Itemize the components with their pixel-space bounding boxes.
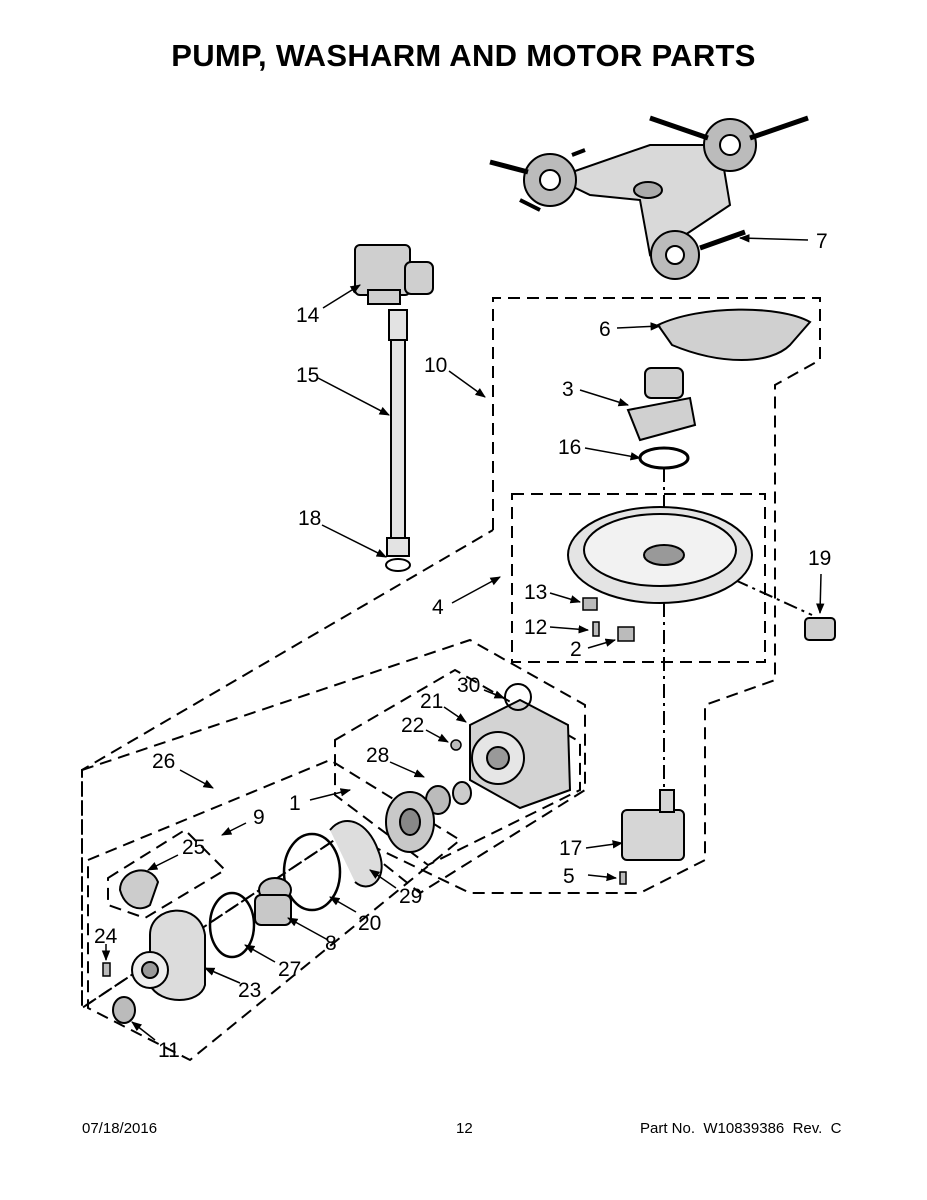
callout-12: 12 <box>524 616 547 639</box>
sump-part-4 <box>567 506 753 604</box>
leader-14 <box>322 284 361 309</box>
leader-7 <box>738 234 809 243</box>
oring-part-30 <box>504 683 532 711</box>
leader-19 <box>816 573 825 615</box>
leader-20 <box>329 896 357 913</box>
pump-housing-part-23 <box>131 909 206 1001</box>
callout-17: 17 <box>559 837 582 860</box>
assembly-outline-28 <box>334 668 581 867</box>
leader-16 <box>584 447 642 461</box>
centerline-connector-19 <box>734 579 813 616</box>
drain-hose-part-15 <box>386 309 410 557</box>
part-12 <box>592 621 600 637</box>
module-part-17 <box>621 789 685 861</box>
callout-9: 9 <box>253 806 265 829</box>
callout-18: 18 <box>298 507 321 530</box>
impeller-part-1 <box>385 791 435 853</box>
wash-arm-part-7 <box>489 115 809 280</box>
filter-part-8 <box>254 877 292 926</box>
seal-part-11 <box>112 996 136 1024</box>
leader-13 <box>549 592 582 604</box>
leader-15 <box>317 377 390 416</box>
callout-24: 24 <box>94 925 118 948</box>
leader-5 <box>587 872 618 882</box>
callout-14: 14 <box>296 304 320 327</box>
leader-18 <box>321 524 387 558</box>
leader-21 <box>443 706 467 723</box>
callout-21: 21 <box>420 690 443 713</box>
leader-1 <box>309 788 352 801</box>
cover-part-6 <box>656 308 812 361</box>
assembly-outline-26 <box>81 638 586 1010</box>
clamp-part-18 <box>385 558 411 572</box>
leader-30 <box>483 689 505 699</box>
assembly-outline-4 <box>511 493 766 663</box>
motor-part-21 <box>469 698 572 810</box>
callout-16: 16 <box>558 436 581 459</box>
callout-15: 15 <box>296 364 319 387</box>
callout-23: 23 <box>238 979 261 1002</box>
callout-2: 2 <box>570 638 582 661</box>
callout-5: 5 <box>563 865 575 888</box>
callout-26: 26 <box>152 750 175 773</box>
part-2 <box>617 626 635 642</box>
page-title: PUMP, WASHARM AND MOTOR PARTS <box>171 38 756 73</box>
screw-part-24 <box>102 962 111 977</box>
valve-part-25 <box>118 869 160 910</box>
footer-part-number: Part No. W10839386 Rev. C <box>640 1120 842 1137</box>
gasket-part-20 <box>282 832 342 912</box>
drain-pump-part-14 <box>354 244 434 305</box>
ring-part-29 <box>329 819 383 888</box>
gasket-part-27 <box>208 891 256 959</box>
callout-30: 30 <box>457 674 480 697</box>
leader-27 <box>244 944 276 963</box>
callout-labels: 7 14 15 10 6 3 16 18 19 4 13 12 2 30 21 … <box>94 230 831 1062</box>
callout-27: 27 <box>278 958 301 981</box>
leader-22 <box>425 729 449 743</box>
screw-part-5 <box>619 871 627 885</box>
callout-22: 22 <box>401 714 424 737</box>
seal-part-16 <box>638 446 690 470</box>
footer-page-number: 12 <box>456 1120 473 1137</box>
leader-12 <box>549 625 590 634</box>
callout-28: 28 <box>366 744 389 767</box>
leader-2 <box>587 638 617 649</box>
callout-11: 11 <box>158 1039 180 1062</box>
diverter-part-3 <box>626 367 697 442</box>
leader-17 <box>585 840 624 849</box>
leader-9 <box>221 822 247 836</box>
callout-3: 3 <box>562 378 574 401</box>
leader-8 <box>287 917 329 941</box>
leader-10 <box>448 370 486 398</box>
leader-28 <box>389 761 425 778</box>
leader-23 <box>204 967 241 984</box>
callout-29: 29 <box>399 885 422 908</box>
callout-7: 7 <box>816 230 828 253</box>
callout-8: 8 <box>325 932 337 955</box>
screw-part-22 <box>450 739 462 751</box>
assembly-outline-10 <box>81 297 821 1010</box>
callout-25: 25 <box>182 836 205 859</box>
leader-25 <box>147 854 179 871</box>
callout-13: 13 <box>524 581 547 604</box>
leader-6 <box>616 322 662 331</box>
seal-part-28 <box>452 781 472 805</box>
assembly-outline-9 <box>87 758 462 1062</box>
assembly-outline-25 <box>107 828 227 920</box>
part-13 <box>582 597 598 611</box>
callout-10: 10 <box>424 354 447 377</box>
leader-26 <box>179 769 214 789</box>
leader-4 <box>451 576 501 604</box>
callout-1: 1 <box>289 792 301 815</box>
callout-4: 4 <box>432 596 444 619</box>
leader-11 <box>131 1021 156 1041</box>
connector-part-19 <box>804 617 836 641</box>
callout-6: 6 <box>599 318 611 341</box>
callout-19: 19 <box>808 547 831 570</box>
leader-29 <box>369 869 397 889</box>
callout-20: 20 <box>358 912 381 935</box>
leader-3 <box>579 389 630 407</box>
footer-date: 07/18/2016 <box>82 1120 158 1137</box>
